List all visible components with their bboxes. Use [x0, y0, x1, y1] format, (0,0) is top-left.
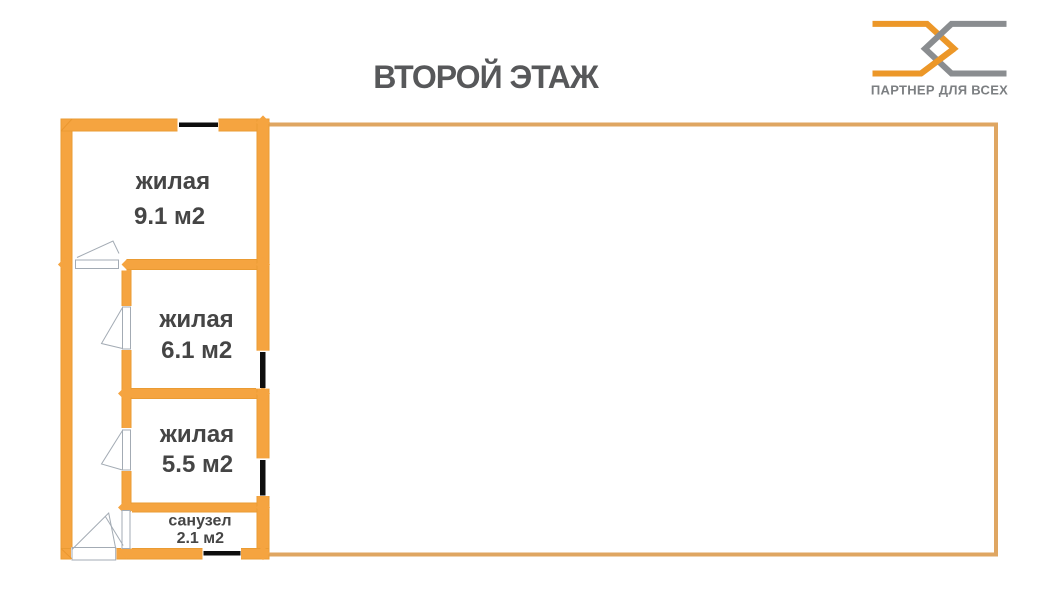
svg-text:жилая: жилая	[158, 306, 233, 333]
svg-text:ВТОРОЙ ЭТАЖ: ВТОРОЙ ЭТАЖ	[373, 59, 600, 95]
svg-text:ПАРТНЕР ДЛЯ ВСЕХ: ПАРТНЕР ДЛЯ ВСЕХ	[871, 83, 1008, 98]
svg-text:жилая: жилая	[135, 168, 210, 195]
svg-text:5.5 м2: 5.5 м2	[162, 451, 233, 478]
svg-text:6.1 м2: 6.1 м2	[161, 337, 232, 364]
svg-text:2.1 м2: 2.1 м2	[177, 530, 225, 547]
svg-text:жилая: жилая	[159, 421, 234, 448]
svg-text:9.1 м2: 9.1 м2	[134, 203, 205, 230]
svg-text:санузел: санузел	[168, 513, 231, 530]
